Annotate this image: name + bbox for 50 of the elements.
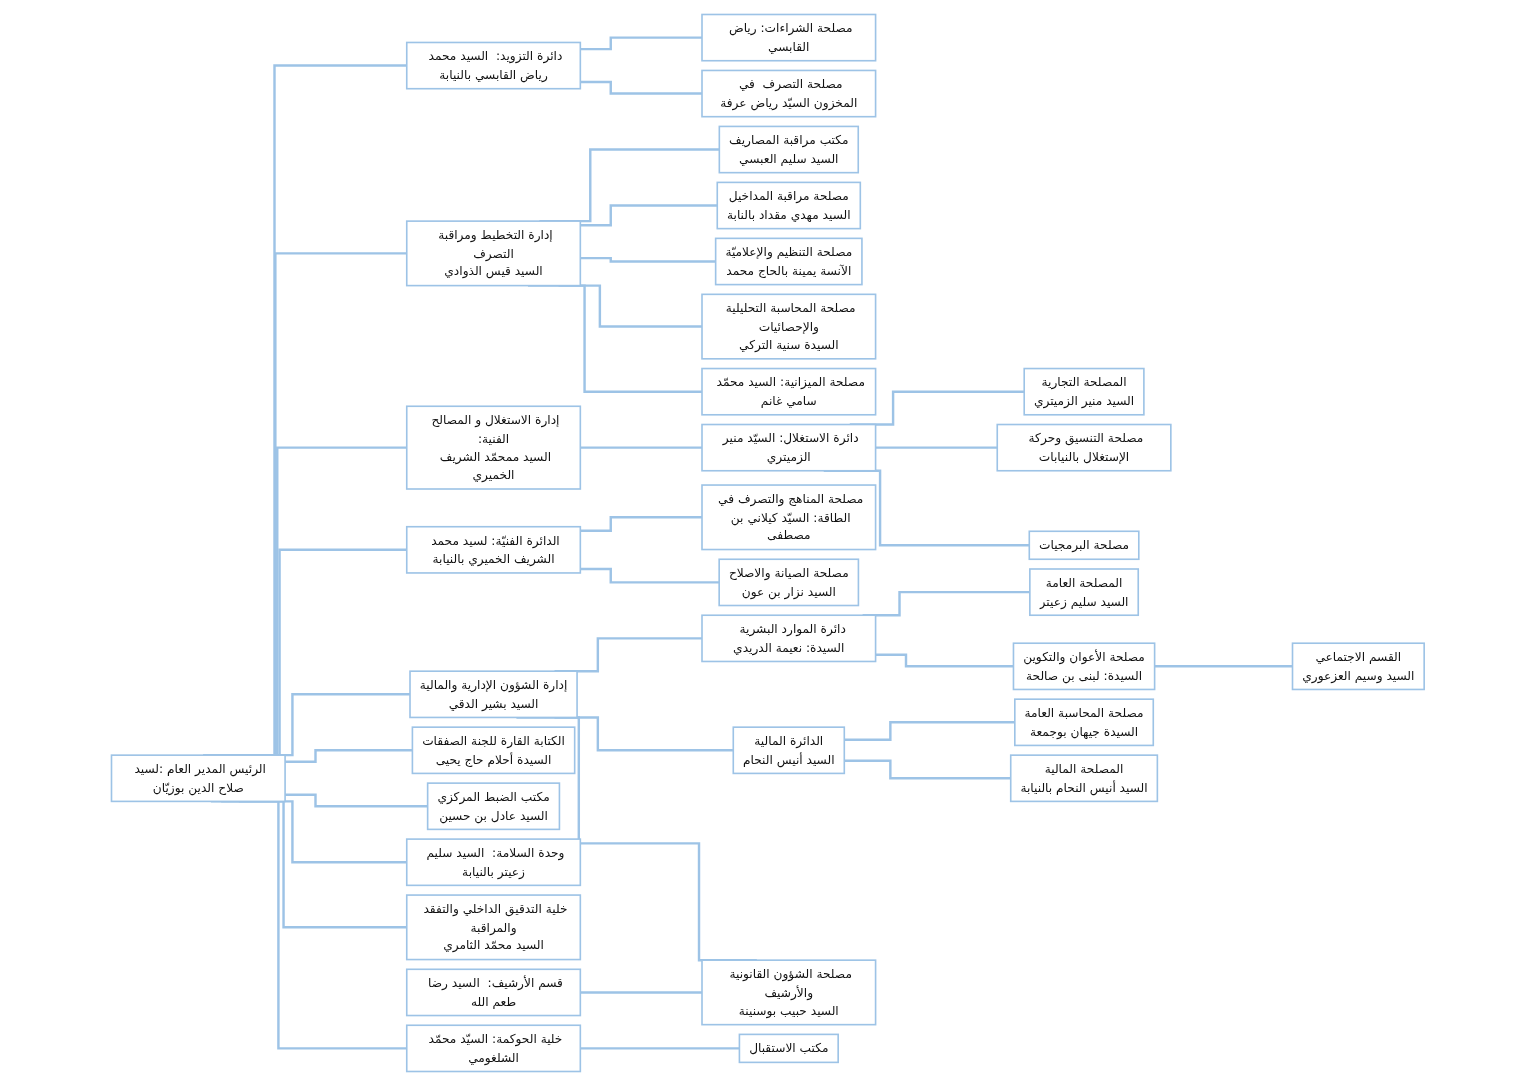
connector [875, 446, 998, 449]
connector [285, 749, 413, 764]
node-box: دائرة التزويد: السيد محمد رياض القابسي بالنيابة [406, 41, 582, 90]
node-box: خلية التدقيق الداخلي والتفقد والمراقبة السيد محمّد الثامري [406, 894, 582, 961]
node-box: دائرة الاستغلال: السيّد منير الزميتري [701, 423, 877, 472]
connector [580, 991, 703, 994]
connector [580, 1047, 740, 1050]
node-box: الكتابة القارة للجنة الصفقات السيدة أحلام حاج يحيى [411, 726, 576, 775]
connector [844, 759, 1011, 780]
node-box: المصلحة التجارية السيد منير الزميتري [1023, 367, 1145, 416]
connector [1154, 665, 1293, 668]
node-box: مصلحة التصرف في المخزون السيّد رياض عرفة [701, 69, 877, 118]
node-box: الدائرة المالية السيد أنيس النحام [732, 726, 846, 775]
node-box: مصلحة الشؤون القانونية والأرشيف السيد حبيب بوسنينة [701, 959, 877, 1026]
node-box: مصلحة المحاسبة التحليلية والإحصائيات السيدة سنية التركي [701, 293, 877, 360]
node-box: وحدة السلامة: السيد سليم زعيتر بالنيابة [406, 838, 582, 887]
connector [580, 567, 720, 584]
node-box: خلية الحوكمة: السيّد محمّد الشلغومي [406, 1024, 582, 1073]
connector [580, 256, 716, 263]
node-box: مصلحة مراقبة المداخيل السيد مهدي مقداد بالنابة [716, 181, 862, 230]
connector [285, 793, 428, 808]
node-box: المصلحة العامة السيد سليم زعيتر [1029, 568, 1140, 617]
node-box: مصلحة التنسيق وحركة الإستغلال بالنيابات [996, 423, 1172, 472]
node-box: مصلحة الميزانية: السيد محمّد سامي غانم [701, 367, 877, 416]
node-box: الرئيس المدير العام :لسيد صلاح الدين بوزيّان [110, 754, 287, 803]
node-box: إدارة الاستغلال و المصالح الفنية: السيد ممحمّد الشريف الخميري [406, 405, 582, 490]
connector [580, 36, 703, 51]
node-box: مكتب الاستقبال [738, 1033, 840, 1064]
node-box: القسم الاجتماعي السيد وسيم العزعوري [1291, 642, 1426, 691]
node-box: المصلحة المالية السيد أنيس النحام بالنيابة [1010, 754, 1159, 803]
connector [580, 516, 703, 532]
node-box: مصلحة الأعوان والتكوين السيدة: لبنى بن صالحة [1012, 642, 1156, 691]
connector [875, 653, 1014, 668]
connector [580, 446, 703, 449]
node-box: مصلحة الصيانة والاصلاح السيد نزار بن عون [718, 558, 860, 607]
node-box: الدائرة الفنيّة: لسيد محمد الشريف الخميري بالنيابة [406, 525, 582, 574]
connector [580, 80, 703, 95]
node-box: مكتب الضبط المركزي السيد عادل بن حسين [427, 782, 561, 831]
node-box: قسم الأرشيف: السيد رضا طعم الله [406, 968, 582, 1017]
node-box: مصلحة البرمجيات [1028, 530, 1140, 561]
node-box: مكتب مراقبة المصاريف السيد سليم العبسي [718, 125, 860, 174]
node-box: إدارة الشؤون الإدارية والمالية السيد بشير الدقي [409, 670, 579, 719]
node-box: دائرة الموارد البشرية السيدة: نعيمة الدريدي [701, 614, 877, 663]
node-box: مصلحة الشراءات: رياض القابسي [701, 13, 877, 62]
connector [580, 204, 718, 227]
node-box: إدارة التخطيط ومراقبة التصرف السيد قيس الذوادي [406, 220, 582, 287]
node-box: مصلحة المحاسبة العامة السيدة جيهان بوجمعة [1014, 698, 1155, 747]
connector [844, 721, 1015, 741]
node-box: مصلحة التنظيم والإعلاميّة الآنسة يمينة بالحاج محمد [715, 237, 863, 286]
node-box: مصلحة المناهج والتصرف في الطاقة: السيّد كيلاني بن مصطفى [701, 484, 877, 551]
